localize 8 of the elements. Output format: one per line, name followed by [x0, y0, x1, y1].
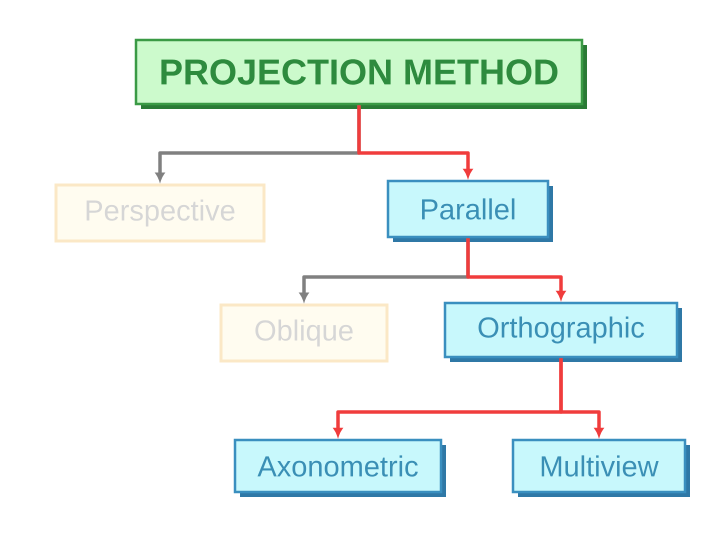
category-box: Orthographic: [444, 302, 682, 362]
arrow: [466, 238, 566, 300]
title-box: PROJECTION METHOD: [134, 38, 587, 109]
category-box: Parallel: [386, 180, 553, 242]
arrow: [559, 358, 604, 436]
category-box: Multiview: [512, 438, 690, 497]
category-box: Axonometric: [234, 438, 446, 497]
arrow: [357, 105, 472, 178]
